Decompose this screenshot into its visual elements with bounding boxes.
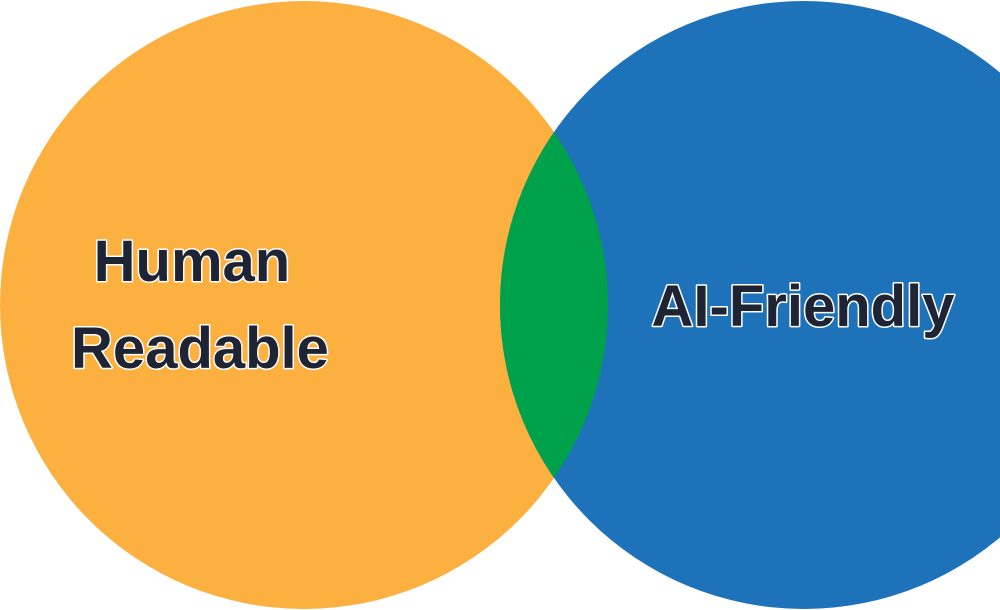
set-human-readable-circle: [0, 1, 608, 609]
set-ai-friendly-label: AI-Friendly: [652, 274, 955, 339]
human-readable-label-line-2: Readable: [71, 316, 329, 381]
ai-friendly-label-line-1: AI-Friendly: [652, 274, 955, 339]
human-readable-label-line-1: Human: [94, 229, 291, 294]
set-human-readable-label: Human Readable: [71, 229, 329, 381]
set-ai-friendly-circle: [500, 1, 1000, 609]
